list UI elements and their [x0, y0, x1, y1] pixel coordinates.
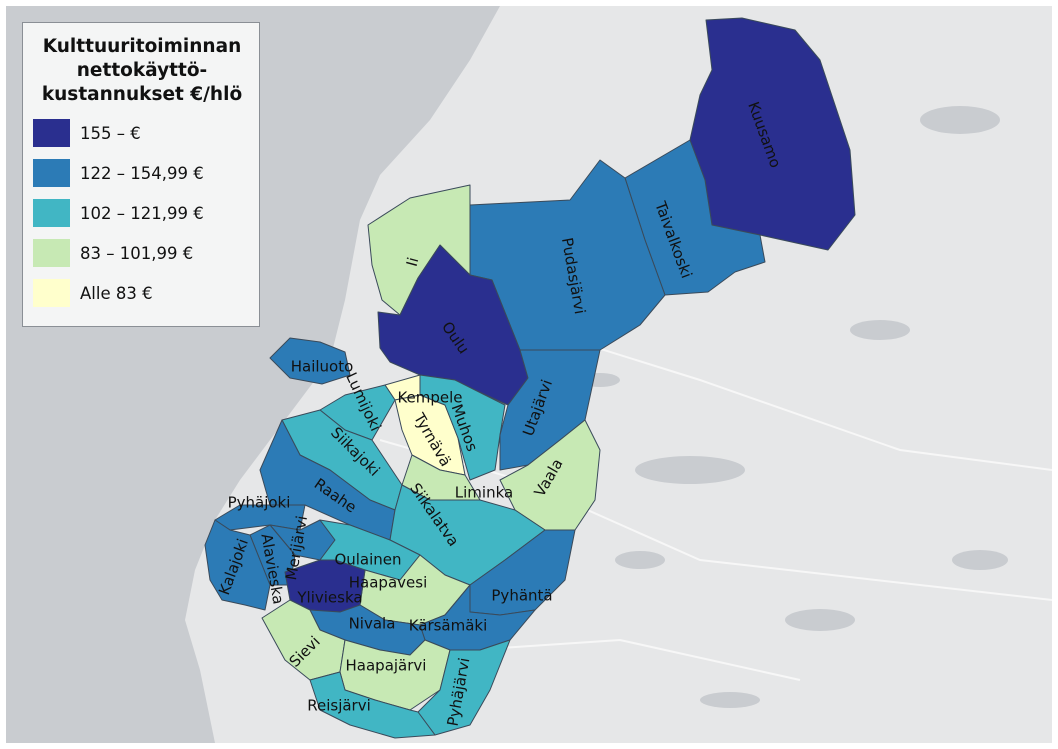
municipality-hailuoto — [269, 337, 351, 385]
choropleth-map: KuusamoTaivalkoskiPudasjärviIiOuluHailuo… — [6, 6, 1052, 743]
municipality-reisjarvi — [309, 671, 436, 739]
label-pyhajoki: Pyhäjoki — [228, 494, 291, 512]
legend-item: 83 – 101,99 € — [33, 233, 259, 273]
municipality-kuusamo — [689, 17, 856, 251]
label-karsamaki: Kärsämäki — [409, 617, 488, 635]
legend: Kulttuuritoiminnan nettokäyttö- kustannu… — [22, 22, 260, 327]
legend-item: Alle 83 € — [33, 273, 259, 313]
legend-label: 122 – 154,99 € — [80, 163, 204, 183]
label-hailuoto: Hailuoto — [291, 358, 354, 376]
legend-item: 102 – 121,99 € — [33, 193, 259, 233]
legend-swatch — [33, 119, 70, 147]
label-nivala: Nivala — [349, 615, 396, 633]
legend-label: 83 – 101,99 € — [80, 243, 194, 263]
legend-swatch — [33, 199, 70, 227]
label-liminka: Liminka — [455, 484, 513, 502]
label-ylivieska: Ylivieska — [296, 589, 362, 607]
legend-item: 155 – € — [33, 113, 259, 153]
label-reisjarvi: Reisjärvi — [307, 697, 371, 715]
legend-swatch — [33, 279, 70, 307]
label-kempele: Kempele — [397, 389, 462, 407]
label-haapajarvi: Haapajärvi — [346, 657, 427, 675]
municipality-muhos — [419, 374, 506, 481]
label-pyhanta: Pyhäntä — [491, 587, 552, 605]
label-oulainen: Oulainen — [334, 551, 401, 569]
municipality-kalajoki — [204, 519, 271, 611]
legend-label: 102 – 121,99 € — [80, 203, 204, 223]
legend-label: 155 – € — [80, 123, 141, 143]
legend-item: 122 – 154,99 € — [33, 153, 259, 193]
municipality-pyhajarvi — [417, 639, 511, 736]
municipality-vaala — [499, 419, 601, 531]
legend-title: Kulttuuritoiminnan nettokäyttö- kustannu… — [41, 36, 243, 105]
municipality-oulu — [377, 244, 529, 406]
legend-label: Alle 83 € — [80, 283, 153, 303]
legend-swatch — [33, 159, 70, 187]
label-haapavesi: Haapavesi — [349, 574, 427, 592]
lakes — [580, 106, 1008, 708]
legend-swatch — [33, 239, 70, 267]
municipality-pyhajoki — [214, 504, 306, 531]
